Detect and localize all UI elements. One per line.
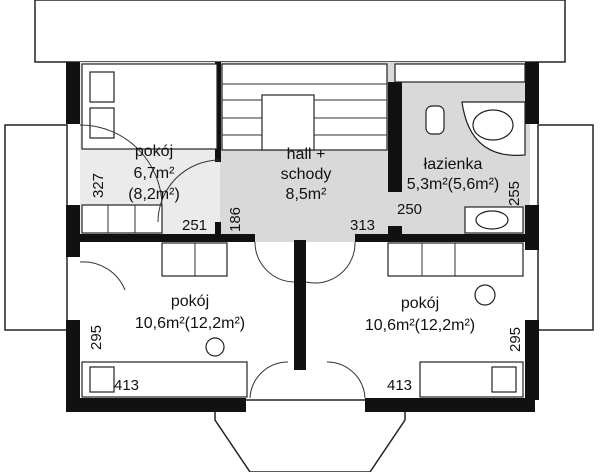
door-swings: [79, 124, 366, 399]
room-name-bedroom-right: pokój: [401, 295, 439, 312]
bed-small-room: [81, 63, 218, 150]
floor-hall-corridor: [80, 234, 530, 242]
room-name-bedroom-left: pokój: [171, 293, 209, 310]
room-area-hall: 8,5m²: [286, 186, 328, 203]
room-name-bathroom: łazienka: [424, 156, 483, 173]
dimension-295-left: 295: [88, 325, 105, 350]
dimension-413-right: 413: [387, 377, 412, 394]
room-name-hall: hall +: [287, 146, 326, 163]
room-name-hall-2: schody: [281, 166, 332, 183]
room-area-bathroom: 5,3m²(5,6m²): [407, 176, 499, 193]
dimension-255: 255: [506, 181, 523, 206]
dimension-327: 327: [90, 173, 107, 198]
room-name-bedroom-small: pokój: [135, 143, 173, 160]
dimension-186: 186: [227, 207, 244, 232]
stairs: [221, 63, 388, 151]
room-area-total-bedroom-small: (8,2m²): [128, 186, 180, 203]
furniture-left-bedroom: [81, 242, 248, 398]
room-area-bedroom-right: 10,6m²(12,2m²): [365, 317, 475, 334]
dimension-413-left: 413: [114, 377, 139, 394]
furniture-right-bedroom: [387, 242, 524, 398]
walls: [66, 62, 539, 412]
dimension-251: 251: [182, 217, 207, 234]
room-area-bedroom-left: 10,6m²(12,2m²): [135, 315, 245, 332]
dimension-313: 313: [350, 217, 375, 234]
wardrobe-small-room: [81, 204, 163, 234]
dimension-250: 250: [397, 201, 422, 218]
room-area-bedroom-small: 6,7m²: [134, 165, 176, 182]
balcony-right: [537, 124, 594, 331]
balcony-left: [4, 124, 68, 331]
bathroom-fixtures: [394, 63, 526, 234]
roof-overhang-top: [34, 0, 566, 63]
dimension-295-right: 295: [507, 327, 524, 352]
